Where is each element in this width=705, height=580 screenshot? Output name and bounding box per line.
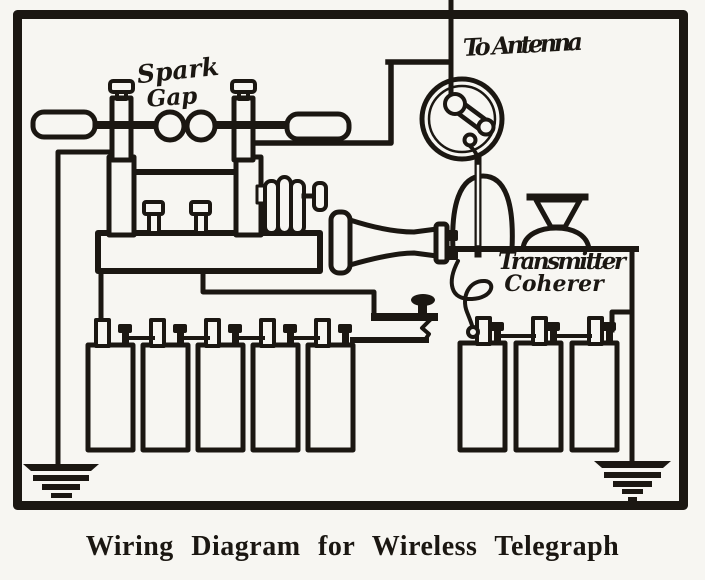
border-frame [13,10,688,510]
battery-cell [457,316,508,453]
binding-posts [142,200,212,235]
adjusting-knobs [108,79,257,101]
wiring-diagram: Spark Gap To Antenna Transmitter Coherer [13,0,688,510]
battery-cell [140,318,191,453]
pigtail-wire [449,259,494,333]
switch-handle-end [476,117,496,137]
receiver-earcap [328,209,353,276]
transmitter-label: Transmitter [498,248,628,275]
battery-cell [195,318,246,453]
aerial-switch [419,76,505,162]
battery-bank-left [85,318,356,453]
ground-symbol-right [594,461,671,501]
telegraph-key [350,294,438,343]
figure-caption: Wiring Diagram for Wireless Telegraph [85,531,620,562]
battery-cell [85,318,136,453]
battery-cell [513,316,564,453]
to-antenna-label: To Antenna [462,27,583,62]
ground-symbol-left [23,464,99,505]
battery-bank-right [457,316,620,453]
battery-cell [305,318,356,453]
spark-gap-balls [153,109,218,143]
electrode-handles [30,109,352,142]
coil-base [95,230,323,274]
coherer-label: Coherer [504,271,605,297]
horn-stand [520,225,592,252]
spark-gap-label-line2: Gap [146,82,198,112]
induction-coil [30,79,352,274]
switch-pivot [443,92,467,116]
coherer-dome [450,154,515,258]
interrupter [255,175,328,235]
transmitter-horn [520,193,592,252]
interrupter-screw-knob [312,181,328,212]
battery-cell [569,316,620,453]
key-knob [411,294,435,306]
receiver-terminal-upper [447,230,458,241]
telephone-receiver [328,209,458,276]
switch-terminal [462,132,478,148]
